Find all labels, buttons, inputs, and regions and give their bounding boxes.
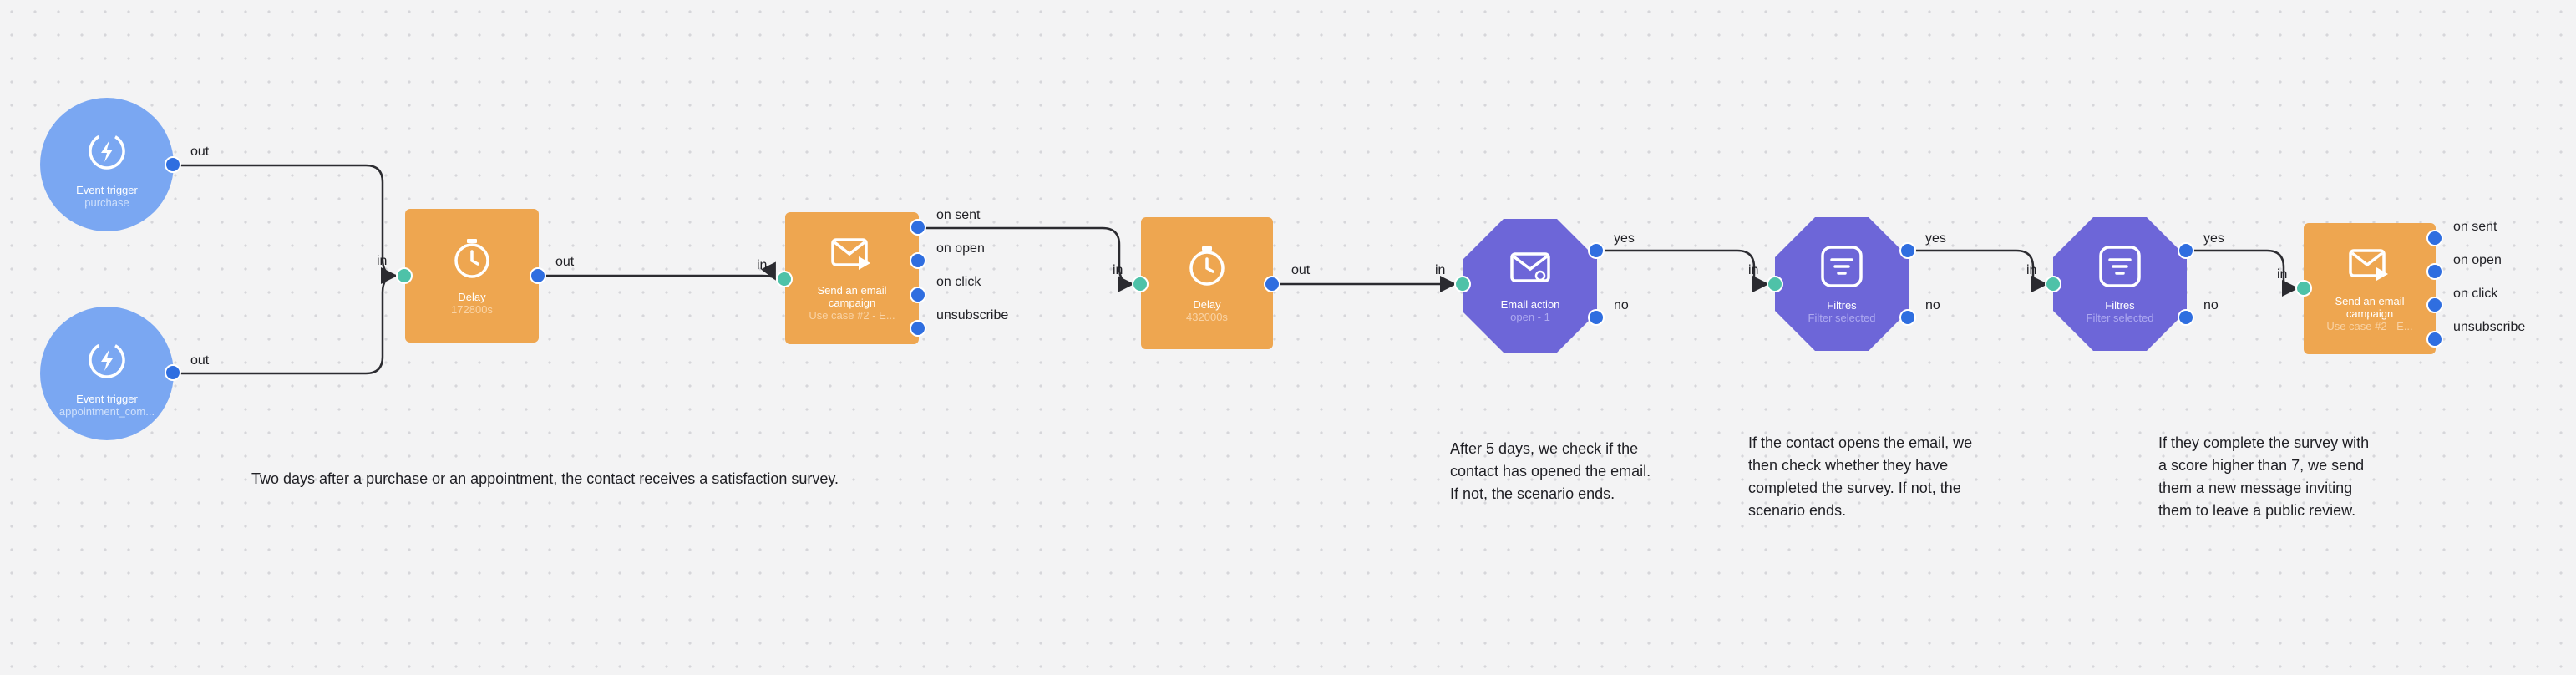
event-trigger-node-appointment[interactable]: Event trigger appointment_com... [40, 307, 174, 440]
node-title: Event trigger [76, 392, 138, 405]
filter1-no-port[interactable] [1899, 309, 1916, 326]
filter1-no-label: no [1925, 298, 1940, 312]
node-subtitle: Use case #2 - E... [2326, 319, 2413, 332]
node-title: Filtres [1827, 298, 1857, 312]
node-title: Send an email campaign [817, 284, 887, 309]
node-title: Delay [458, 290, 486, 303]
delay-node-1[interactable]: Delay 172800s [405, 209, 539, 343]
delay1-out-port[interactable] [530, 267, 546, 284]
filter2-no-port[interactable] [2178, 309, 2194, 326]
lightning-icon [85, 129, 129, 177]
filter1-in-label: in [1748, 263, 1759, 277]
delay2-in-port[interactable] [1132, 276, 1149, 292]
node-subtitle: purchase [84, 195, 129, 209]
delay2-in-label: in [1113, 263, 1123, 277]
edge-trigger1-delay1 [174, 164, 398, 284]
node-subtitle: 432000s [1186, 310, 1228, 323]
email2-on-click-port[interactable] [2426, 297, 2443, 313]
email-send-icon [2348, 246, 2391, 288]
email1-on-open-port[interactable] [910, 252, 926, 269]
node-subtitle: appointment_com... [58, 404, 155, 418]
action1-no-label: no [1614, 298, 1629, 312]
email1-in-label: in [757, 258, 768, 272]
note-intro: Two days after a purchase or an appointm… [251, 470, 839, 487]
filter2-no-label: no [2203, 298, 2219, 312]
email2-on-click-label: on click [2453, 287, 2498, 301]
note-review-request: If they complete the survey with a score… [2158, 434, 2370, 519]
filter1-yes-port[interactable] [1899, 242, 1916, 259]
lightning-icon [85, 338, 129, 386]
trigger2-out-port[interactable] [165, 364, 181, 381]
filter-node-1[interactable]: Filtres Filter selected [1775, 217, 1909, 351]
email-gear-icon [1509, 249, 1552, 292]
email1-unsubscribe-port[interactable] [910, 320, 926, 337]
email1-on-sent-label: on sent [936, 208, 981, 222]
email1-unsubscribe-label: unsubscribe [936, 308, 1009, 322]
node-subtitle: Filter selected [2086, 311, 2154, 324]
node-title: Email action [1500, 297, 1560, 311]
email2-on-open-port[interactable] [2426, 263, 2443, 280]
delay2-out-label: out [1291, 263, 1311, 277]
timer-icon [1185, 244, 1229, 292]
node-subtitle: open - 1 [1510, 310, 1550, 323]
event-trigger-node-purchase[interactable]: Event trigger purchase [40, 98, 174, 231]
node-title: Filtres [2105, 298, 2135, 312]
filter-node-2[interactable]: Filtres Filter selected [2053, 217, 2187, 351]
email2-unsubscribe-port[interactable] [2426, 331, 2443, 348]
delay1-in-label: in [377, 254, 388, 268]
delay1-in-port[interactable] [396, 267, 413, 284]
email1-on-click-label: on click [936, 275, 981, 289]
delay1-out-label: out [555, 255, 575, 269]
filter2-yes-port[interactable] [2178, 242, 2194, 259]
edge-trigger2-delay1 [174, 274, 397, 375]
node-title: Delay [1193, 297, 1221, 311]
note-email-check: After 5 days, we check if the contact ha… [1450, 440, 1651, 502]
email2-on-sent-port[interactable] [2426, 230, 2443, 246]
filter2-in-label: in [2026, 263, 2037, 277]
filter1-in-port[interactable] [1767, 276, 1783, 292]
email-action-node[interactable]: Email action open - 1 [1463, 219, 1597, 353]
action1-no-port[interactable] [1588, 309, 1605, 326]
filter2-in-port[interactable] [2045, 276, 2061, 292]
filter-icon [2098, 245, 2142, 292]
node-subtitle: 172800s [451, 302, 493, 316]
filter2-yes-label: yes [2203, 231, 2224, 246]
email2-on-open-label: on open [2453, 253, 2502, 267]
email1-in-port[interactable] [776, 271, 793, 287]
action1-in-label: in [1435, 263, 1446, 277]
node-title: Send an email campaign [2335, 294, 2405, 320]
delay2-out-port[interactable] [1264, 276, 1280, 292]
email2-in-label: in [2277, 267, 2288, 282]
email2-unsubscribe-label: unsubscribe [2453, 320, 2526, 334]
trigger2-out-label: out [190, 353, 210, 368]
trigger1-out-label: out [190, 145, 210, 159]
node-subtitle: Use case #2 - E... [809, 309, 895, 322]
email2-on-sent-label: on sent [2453, 220, 2497, 234]
delay-node-2[interactable]: Delay 432000s [1141, 217, 1273, 349]
filter1-yes-label: yes [1925, 231, 1946, 246]
email1-on-click-port[interactable] [910, 287, 926, 303]
edge-email1-delay2 [919, 226, 1134, 292]
timer-icon [450, 236, 494, 284]
send-email-campaign-node-2[interactable]: Send an email campaign Use case #2 - E..… [2304, 223, 2436, 354]
note-survey-check: If the contact opens the email, we then … [1748, 434, 1973, 519]
action1-in-port[interactable] [1454, 276, 1471, 292]
email1-on-open-label: on open [936, 241, 985, 256]
node-subtitle: Filter selected [1808, 311, 1876, 324]
node-title: Event trigger [76, 183, 138, 196]
edge-action1-filter1 [1597, 249, 1769, 292]
action1-yes-label: yes [1614, 231, 1635, 246]
edge-filter1-filter2 [1909, 249, 2048, 292]
send-email-campaign-node-1[interactable]: Send an email campaign Use case #2 - E..… [785, 212, 919, 344]
trigger1-out-port[interactable] [165, 156, 181, 173]
email-send-icon [830, 235, 874, 277]
email1-on-sent-port[interactable] [910, 219, 926, 236]
edge-filter2-email2 [2187, 249, 2299, 297]
edge-delay1-email1 [539, 261, 777, 281]
action1-yes-port[interactable] [1588, 242, 1605, 259]
filter-icon [1820, 245, 1864, 292]
email2-in-port[interactable] [2295, 280, 2312, 297]
